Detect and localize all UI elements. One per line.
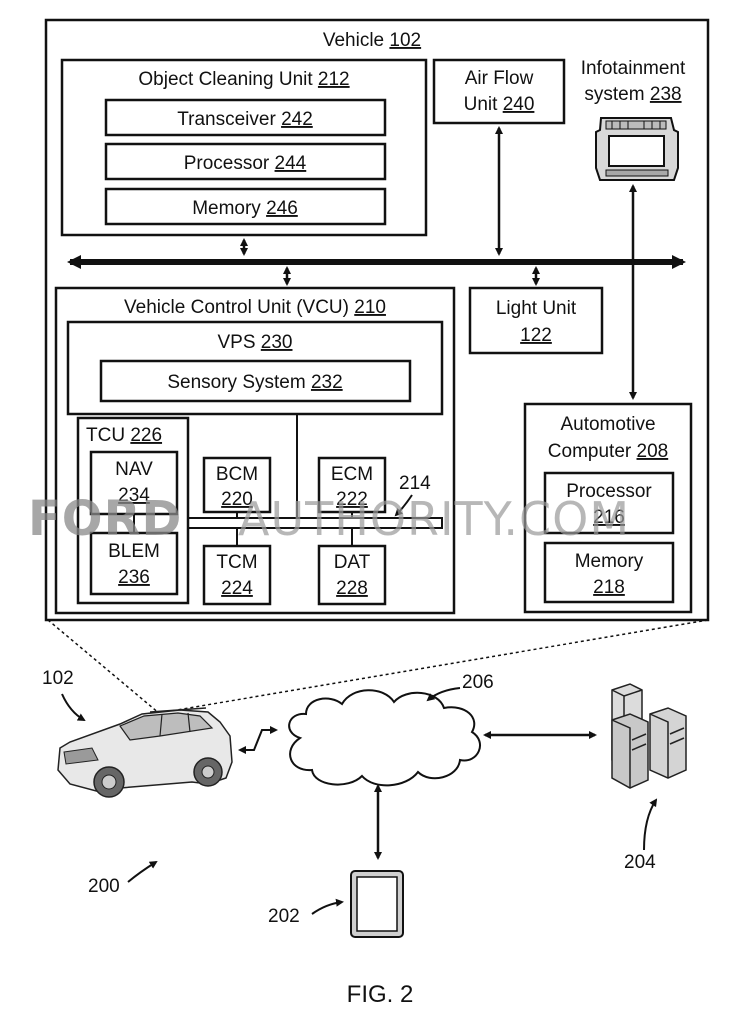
projection-line-right [164, 619, 709, 713]
air-flow-unit-box [432, 58, 566, 125]
blem-num: 236 [118, 567, 150, 588]
car-icon [57, 707, 233, 798]
wireless-link-icon [238, 726, 278, 754]
network-ref-leader [426, 687, 461, 702]
car-ref-leader [61, 693, 86, 721]
tcu-box [76, 416, 190, 605]
car-ref: 102 [42, 668, 74, 689]
projection-line-left [47, 619, 161, 715]
light-unit-num: 122 [520, 325, 552, 346]
tablet-ref: 202 [268, 906, 300, 927]
servers-ref-leader [643, 798, 658, 851]
ecm-label: ECM [331, 464, 373, 485]
internal-bus-214 [133, 414, 443, 546]
light-unit-label: Light Unit [496, 298, 577, 319]
air-flow-label-1: Air Flow [465, 68, 534, 89]
servers-ref: 204 [624, 852, 656, 873]
vehicle-box [44, 18, 710, 622]
bcm-label: BCM [216, 464, 258, 485]
automotive-computer-box [523, 402, 693, 614]
bcm-num: 220 [221, 489, 253, 510]
tablet-icon [350, 870, 404, 938]
automotive-computer-label-2: Computer 208 [548, 441, 668, 462]
object-cleaning-unit-box [60, 58, 428, 237]
automotive-computer-label-1: Automotive [560, 414, 655, 435]
ac-memory-box [543, 541, 675, 604]
tcm-label: TCM [216, 552, 257, 573]
ocu-processor-label: Processor 244 [184, 153, 307, 174]
ac-processor-num: 216 [593, 507, 625, 528]
vps-box [66, 320, 444, 416]
infotainment-label-1: Infotainment [581, 58, 686, 79]
infotainment-icon [595, 117, 679, 181]
transceiver-box [104, 98, 387, 137]
vehicle-title: Vehicle 102 [323, 30, 421, 51]
nav-label: NAV [115, 459, 153, 480]
ocu-memory-label: Memory 246 [192, 198, 298, 219]
ocu-processor-box [104, 142, 387, 181]
server-icon [611, 683, 687, 789]
light-unit-box [468, 286, 604, 355]
tcm-num: 224 [221, 578, 253, 599]
blem-label: BLEM [108, 541, 160, 562]
transceiver-label: Transceiver 242 [177, 109, 313, 130]
internal-bus-ref: 214 [399, 473, 431, 494]
dat-label: DAT [334, 552, 371, 573]
ocu-memory-box [104, 187, 387, 226]
dat-num: 228 [336, 578, 368, 599]
ac-memory-label: Memory [575, 551, 644, 572]
tcu-label: TCU 226 [86, 425, 162, 446]
system-ref: 200 [88, 876, 120, 897]
sensory-system-label: Sensory System 232 [167, 372, 342, 393]
vcu-box [54, 286, 456, 615]
ocu-title: Object Cleaning Unit 212 [138, 69, 349, 90]
figure-caption: FIG. 2 [347, 981, 414, 1008]
infotainment-label-2: system 238 [584, 84, 681, 105]
watermark-ford: FORD [28, 491, 182, 547]
internal-bus-leader [394, 494, 413, 517]
vcu-title: Vehicle Control Unit (VCU) 210 [124, 297, 386, 318]
ac-processor-box [543, 471, 675, 535]
vps-label: VPS 230 [217, 332, 292, 353]
sensory-system-box [99, 359, 412, 403]
tablet-ref-leader [311, 898, 344, 915]
ac-processor-label: Processor [566, 481, 652, 502]
nav-num: 234 [118, 485, 150, 506]
watermark-authority: AUTHORITY.COM [238, 492, 630, 546]
air-flow-label-2: Unit 240 [464, 94, 535, 115]
ac-memory-num: 218 [593, 577, 625, 598]
network-cloud [288, 689, 481, 787]
network-ref: 206 [462, 672, 494, 693]
ecm-num: 222 [336, 489, 368, 510]
system-ref-leader [127, 860, 158, 883]
